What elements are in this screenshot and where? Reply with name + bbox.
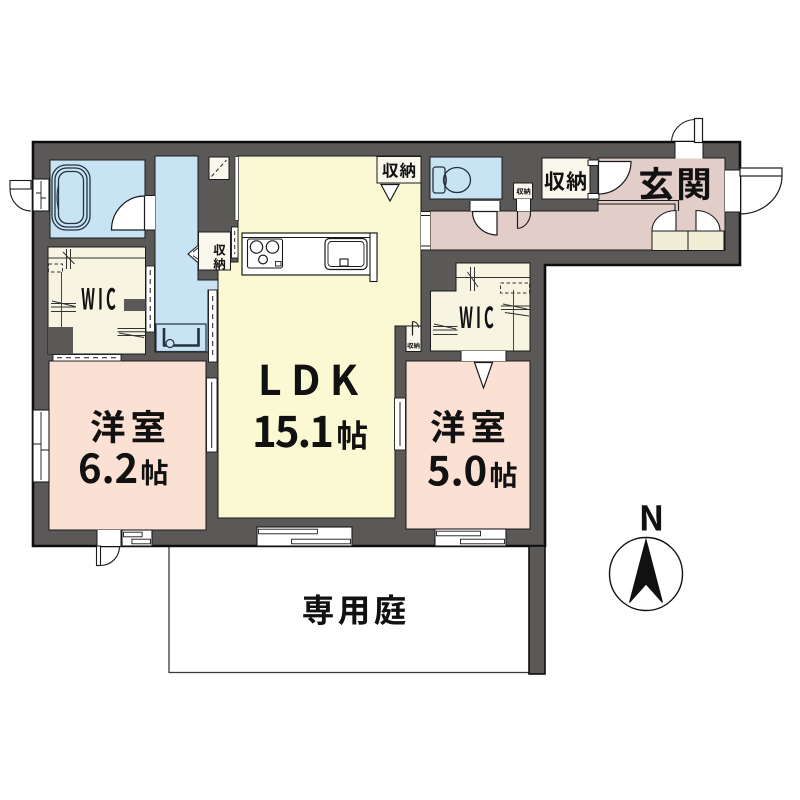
toilet-tank bbox=[432, 166, 446, 194]
stove-burner bbox=[249, 240, 264, 254]
toilet-floor bbox=[429, 156, 503, 200]
plan-detail-line bbox=[118, 332, 145, 338]
bedroom2-floor bbox=[405, 360, 531, 530]
wic2-door-arrow bbox=[473, 361, 494, 390]
plan-detail-line bbox=[517, 211, 532, 230]
toilet-bowl bbox=[442, 166, 472, 194]
plan-detail-rect bbox=[124, 299, 146, 311]
plan-detail-line bbox=[145, 195, 155, 231]
plan-detail-rect bbox=[436, 530, 481, 537]
plan-detail-rect bbox=[587, 193, 600, 200]
bath-window-swing bbox=[9, 188, 32, 212]
plan-detail-line bbox=[502, 303, 530, 317]
plan-detail-line bbox=[162, 328, 200, 347]
plan-detail-line bbox=[674, 142, 704, 159]
plan-detail-line bbox=[36, 192, 46, 199]
bathtub bbox=[51, 164, 91, 231]
plan-detail-line bbox=[516, 199, 531, 211]
plan-detail-rect bbox=[275, 261, 282, 267]
plan-detail-line bbox=[421, 211, 430, 251]
plan-detail-rect bbox=[460, 538, 505, 545]
plan-detail-rect bbox=[258, 528, 318, 535]
plan-detail-rect bbox=[470, 201, 500, 211]
plan-detail-line bbox=[66, 249, 71, 269]
entrance-door-swing bbox=[739, 175, 783, 215]
toilet-door bbox=[471, 210, 498, 236]
plan-detail-rect bbox=[587, 159, 600, 166]
plan-detail-rect bbox=[291, 538, 351, 545]
bathtub-rim bbox=[54, 167, 88, 228]
plan-detail-rect bbox=[131, 538, 151, 545]
plan-detail-rect bbox=[516, 199, 531, 211]
plan-detail-rect bbox=[339, 258, 349, 267]
washroom-door bbox=[110, 195, 146, 231]
stove-burner bbox=[258, 254, 269, 265]
compass bbox=[608, 536, 684, 612]
kitchen-sink bbox=[324, 237, 368, 271]
plan-detail-line bbox=[51, 300, 76, 307]
entrance-storage-box bbox=[541, 157, 591, 200]
plan-detail-rect bbox=[461, 351, 506, 361]
plan-detail-line bbox=[56, 184, 60, 211]
plan-detail-line bbox=[470, 267, 475, 291]
plan-detail-rect bbox=[234, 156, 239, 221]
entrance-step-edge bbox=[598, 199, 680, 211]
plan-detail-rect bbox=[675, 142, 703, 159]
shoe-cabinet-door-right bbox=[695, 209, 721, 232]
stove bbox=[246, 238, 284, 269]
plan-detail-rect bbox=[231, 226, 239, 259]
private-garden-area bbox=[168, 545, 534, 674]
bedroom1-floor bbox=[48, 360, 207, 531]
entrance-north-door-swing bbox=[670, 118, 695, 143]
shoe-cabinet-left bbox=[651, 230, 689, 251]
plan-detail-line bbox=[412, 321, 419, 328]
plan-detail-line bbox=[96, 530, 122, 546]
plan-detail-rect bbox=[500, 282, 530, 294]
compass-circle bbox=[608, 536, 684, 612]
plan-detail-rect bbox=[421, 211, 430, 250]
plan-detail-line bbox=[433, 323, 457, 330]
plan-detail-line bbox=[725, 169, 740, 213]
plan-detail-rect bbox=[145, 195, 155, 230]
plan-detail-rect bbox=[95, 545, 102, 567]
bathtub-rim bbox=[57, 170, 85, 225]
shoe-cabinet-right bbox=[687, 230, 725, 251]
entrance-north-door-leaf bbox=[693, 117, 704, 144]
bath-window-sash bbox=[9, 179, 32, 190]
plan-detail-rect bbox=[725, 170, 740, 212]
washing-machine-pan bbox=[155, 323, 207, 353]
plan-detail-line bbox=[460, 351, 507, 361]
stove-burner bbox=[265, 240, 280, 254]
plan-detail-line bbox=[444, 173, 447, 187]
ldk-storage-box bbox=[405, 325, 422, 352]
plan-detail-line bbox=[62, 251, 75, 265]
plan-detail-rect bbox=[369, 232, 378, 283]
kitchen-storage-door-arrow bbox=[379, 183, 401, 203]
ldk-size-value bbox=[255, 415, 332, 448]
bedroom1-garden-door-swing bbox=[100, 546, 121, 567]
washer-drain bbox=[165, 338, 175, 349]
plan-detail-rect bbox=[48, 327, 73, 354]
entrance-door-leaf bbox=[739, 167, 783, 177]
plan-detail-line bbox=[469, 201, 501, 211]
plan-detail-line bbox=[467, 271, 479, 288]
plan-detail-line bbox=[501, 305, 530, 310]
plan-detail-rect bbox=[48, 263, 63, 273]
plan-detail-rect bbox=[97, 530, 121, 546]
plan-detail-line bbox=[33, 443, 49, 451]
plan-detail-line bbox=[211, 159, 227, 177]
plan-detail-rect bbox=[123, 531, 143, 538]
compass-needle bbox=[629, 537, 663, 603]
ldk-floor bbox=[217, 155, 422, 519]
plan-detail-line bbox=[192, 247, 199, 260]
garden-side-wall bbox=[528, 545, 546, 675]
entrance-storage-door bbox=[597, 160, 632, 195]
